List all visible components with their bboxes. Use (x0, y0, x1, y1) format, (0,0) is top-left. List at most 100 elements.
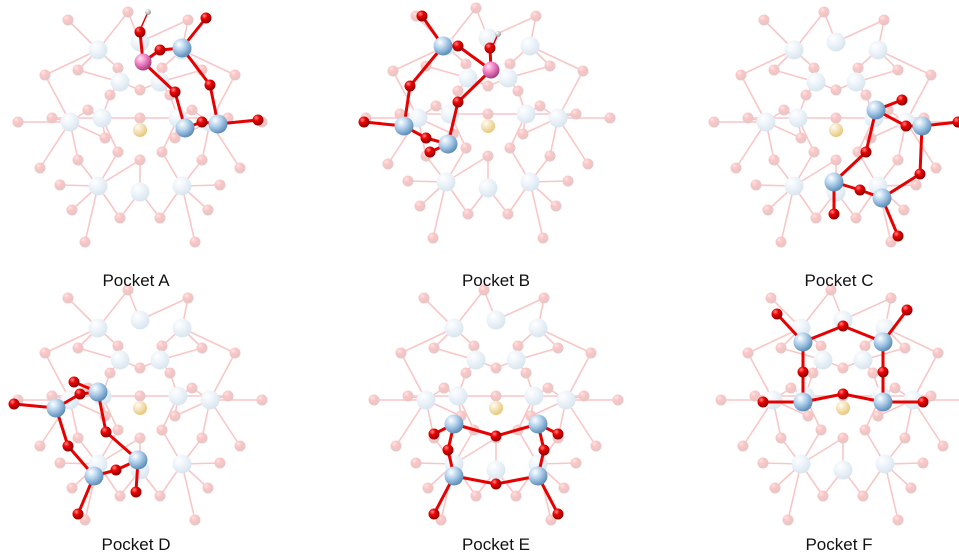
oxygen-atom (535, 101, 546, 112)
oxygen-atom (83, 105, 94, 116)
oxygen-atom (816, 425, 827, 436)
oxygen-atom (571, 458, 582, 469)
oxygen-atom (215, 180, 226, 191)
oxygen-atom (396, 348, 407, 359)
oxygen-atom (135, 363, 146, 374)
metal-atom (834, 461, 853, 480)
metal-atom (876, 455, 895, 474)
oxygen-atom (763, 205, 774, 216)
oxygen-atom (809, 63, 820, 74)
oxygen-atom (105, 368, 116, 379)
oxygen-atom (13, 117, 24, 128)
oxygen-atom (157, 63, 168, 74)
oxygen-atom (901, 121, 912, 132)
oxygen-atom (230, 70, 241, 81)
oxygen-atom (80, 237, 91, 248)
metal-atom (487, 461, 506, 480)
metal-atom (529, 319, 548, 338)
oxygen-atom (491, 431, 502, 442)
oxygen-atom (769, 65, 780, 76)
oxygen-atom (63, 441, 74, 452)
oxygen-atom (429, 509, 440, 520)
oxygen-atom (838, 433, 849, 444)
oxygen-atom (419, 293, 430, 304)
oxygen-atom (155, 45, 166, 56)
metal-atom (131, 311, 150, 330)
oxygen-atom (157, 341, 168, 352)
oxygen-atom (471, 3, 482, 14)
oxygen-atom (73, 433, 84, 444)
oxygen-atom (157, 147, 168, 158)
oxygen-atom (902, 305, 913, 316)
oxygen-atom (838, 321, 849, 332)
oxygen-atom (893, 155, 904, 166)
oxygen-atom (716, 395, 727, 406)
oxygen-atom (190, 515, 201, 526)
metal-atom (913, 117, 932, 136)
oxygen-atom (538, 233, 549, 244)
metal-atom (529, 415, 548, 434)
oxygen-atom (403, 176, 414, 187)
oxygen-atom (751, 180, 762, 191)
oxygen-atom (853, 63, 864, 74)
oxygen-atom (503, 209, 514, 220)
oxygen-atom (388, 66, 399, 77)
metal-atom (529, 467, 548, 486)
metal-atom (173, 177, 192, 196)
oxygen-atom (73, 155, 84, 166)
oxygen-atom (471, 491, 482, 502)
oxygen-atom (491, 391, 502, 402)
oxygen-atom (40, 348, 51, 359)
oxygen-atom (899, 205, 910, 216)
oxygen-atom (505, 143, 516, 154)
oxygen-atom (439, 383, 450, 394)
central-heteroatom (481, 119, 495, 133)
oxygen-atom (743, 348, 754, 359)
oxygen-atom (135, 391, 146, 402)
oxygen-atom (709, 117, 720, 128)
oxygen-atom (131, 487, 142, 498)
panel-label-pocket-e: Pocket E (376, 535, 616, 555)
oxygen-atom (591, 441, 602, 452)
oxygen-atom (855, 185, 866, 196)
oxygen-atom (35, 163, 46, 174)
oxygen-atom (798, 367, 809, 378)
oxygen-atom (743, 113, 754, 124)
oxygen-atom (518, 129, 529, 140)
metal-atom (445, 415, 464, 434)
central-heteroatom (829, 123, 843, 137)
oxygen-atom (187, 383, 198, 394)
oxygen-atom (230, 348, 241, 359)
oxygen-atom (893, 515, 904, 526)
metal-atom (847, 73, 866, 92)
oxygen-atom (483, 109, 494, 120)
metal-atom (487, 311, 506, 330)
oxygen-atom (197, 343, 208, 354)
oxygen-atom (9, 399, 20, 410)
metal-atom (169, 387, 188, 406)
oxygen-atom (738, 441, 749, 452)
metal-atom (807, 73, 826, 92)
oxygen-atom (553, 509, 564, 520)
oxygen-atom (461, 143, 472, 154)
oxygen-atom (816, 341, 827, 352)
oxygen-atom (135, 113, 146, 124)
oxygen-atom (359, 117, 370, 128)
oxygen-atom (67, 205, 78, 216)
metal-atom (209, 115, 228, 134)
oxygen-atom (463, 209, 474, 220)
pocket-d-structure (9, 285, 268, 526)
pocket-e-structure (369, 285, 624, 526)
metal-atom (874, 393, 893, 412)
oxygen-atom (918, 458, 929, 469)
oxygen-atom (47, 113, 58, 124)
oxygen-atom (453, 41, 464, 52)
panel-label-pocket-f: Pocket F (719, 535, 959, 555)
oxygen-atom (860, 341, 871, 352)
oxygen-atom (831, 113, 842, 124)
metal-atom (549, 109, 568, 128)
oxygen-atom (900, 433, 911, 444)
oxygen-atom (758, 458, 769, 469)
oxygen-atom (67, 483, 78, 494)
oxygen-atom (491, 363, 502, 374)
